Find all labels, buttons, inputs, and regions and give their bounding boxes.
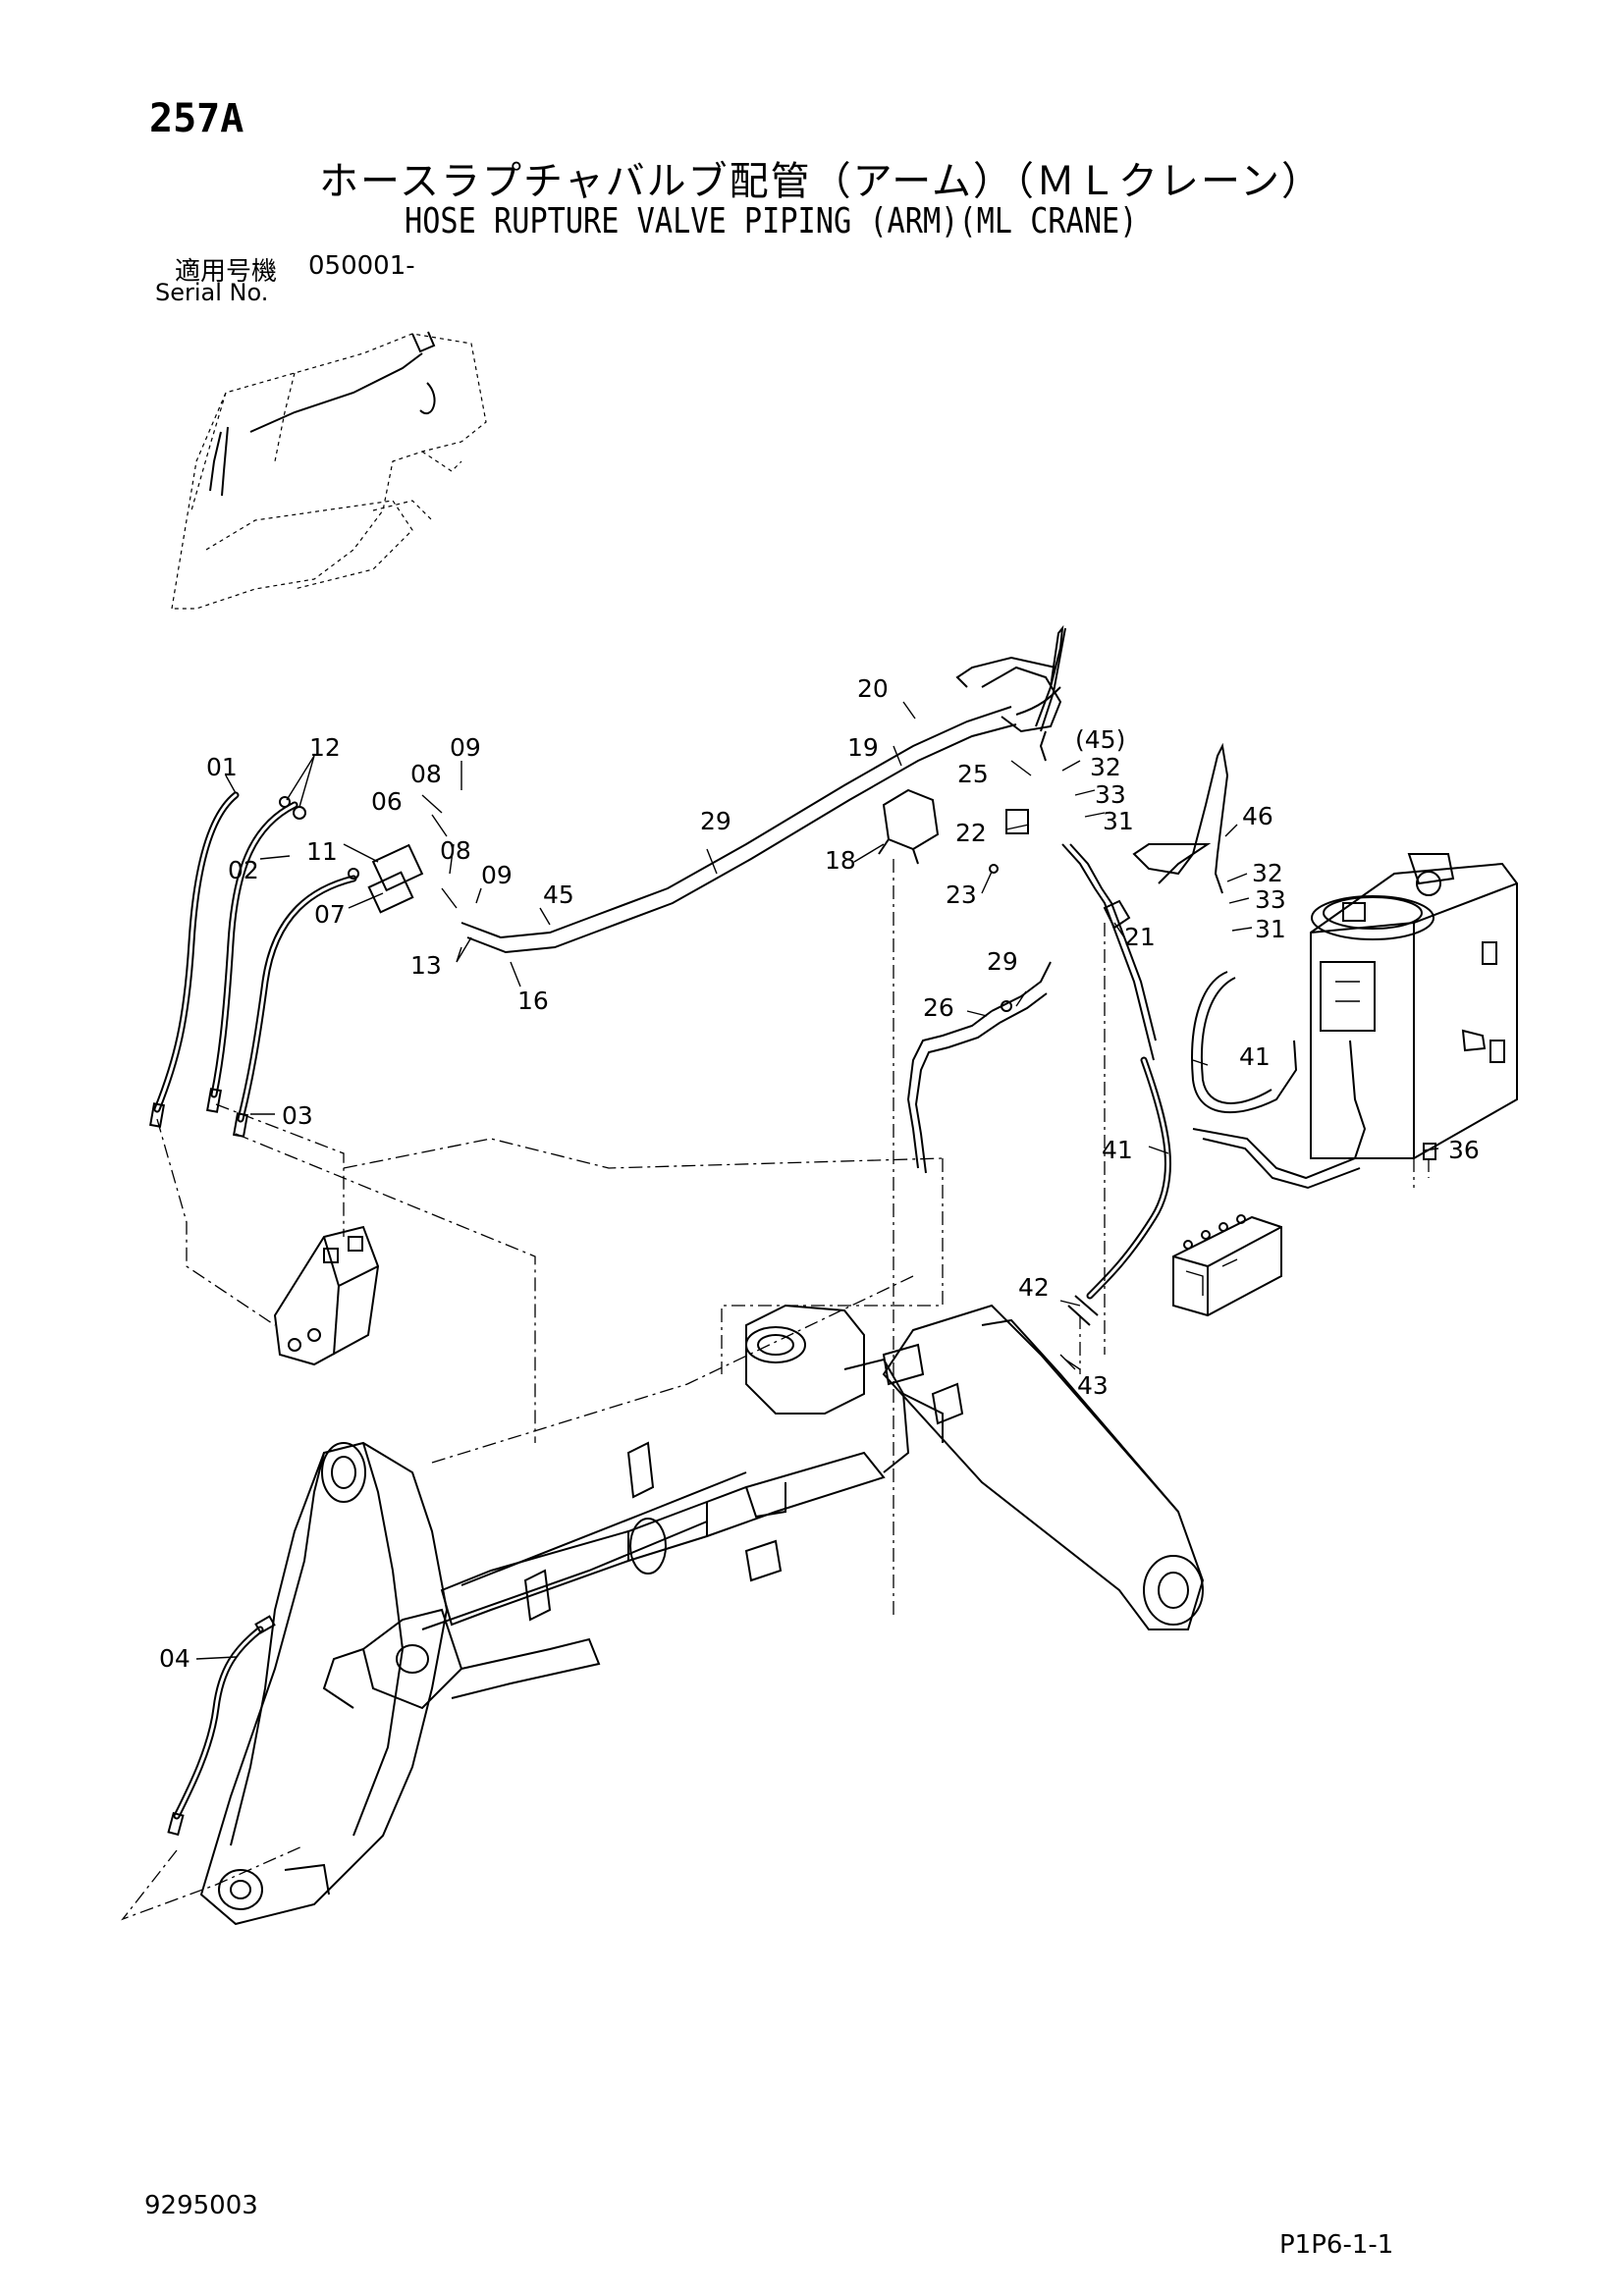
callout-29-lower: 29 (987, 947, 1018, 976)
callout-08-lower: 08 (440, 836, 471, 865)
callout-32-upper: 32 (1090, 753, 1121, 781)
drawing-number: 9295003 (144, 2191, 258, 2220)
callout-42: 42 (1018, 1273, 1050, 1302)
callout-25: 25 (957, 760, 989, 788)
callout-41-center: 41 (1102, 1136, 1133, 1164)
serial-label-english: Serial No. (155, 279, 269, 306)
callout-labels: 01 02 03 04 06 07 08 08 09 09 11 12 13 1… (159, 674, 1480, 1673)
page-code: P1P6-1-1 (1279, 2230, 1394, 2260)
overview-sketch (171, 331, 487, 610)
hose-45 (878, 624, 1066, 865)
callout-07: 07 (314, 900, 346, 929)
callout-21: 21 (1124, 923, 1156, 951)
control-valve (273, 1225, 380, 1366)
callout-33-lower: 33 (1255, 885, 1286, 914)
callout-32-lower: 32 (1252, 859, 1283, 887)
callout-41-right: 41 (1239, 1042, 1271, 1071)
callout-45-reference: (45) (1075, 725, 1125, 754)
callout-09-lower: 09 (481, 861, 513, 889)
serial-label-japanese: 適用号機 (175, 257, 278, 287)
callout-01: 01 (206, 753, 238, 781)
tank-unit (1310, 853, 1518, 1178)
callout-31-lower: 31 (1255, 915, 1286, 943)
callout-31-upper: 31 (1103, 807, 1134, 835)
title-english: HOSE RUPTURE VALVE PIPING (ARM)(ML CRANE… (405, 201, 1138, 241)
callout-02: 02 (228, 856, 259, 884)
callout-36: 36 (1448, 1136, 1480, 1164)
callout-43: 43 (1077, 1371, 1109, 1400)
callout-23: 23 (946, 881, 977, 909)
callout-29-upper: 29 (700, 807, 731, 835)
callout-18: 18 (825, 846, 856, 875)
title-japanese: ホースラプチャバルブ配管（アーム）（ＭＬクレーン） (319, 159, 1323, 204)
callout-04: 04 (159, 1644, 190, 1673)
callout-03: 03 (282, 1101, 313, 1130)
callout-26: 26 (923, 993, 954, 1022)
callout-46: 46 (1242, 802, 1273, 830)
callout-09-upper: 09 (450, 733, 481, 762)
hose-04 (167, 1615, 276, 1837)
serial-range: 050001- (308, 251, 415, 281)
callout-13: 13 (410, 951, 442, 980)
callout-20: 20 (857, 674, 889, 703)
callout-06: 06 (371, 787, 403, 816)
callout-leaders (195, 701, 1439, 1660)
callout-33-upper: 33 (1095, 780, 1126, 809)
boom-arm-assembly (199, 1304, 1205, 1926)
page-number: 257A (149, 96, 244, 141)
callout-45: 45 (543, 881, 574, 909)
hose-41-46 (906, 742, 1367, 1370)
valve-block (1172, 1214, 1282, 1317)
callout-11: 11 (306, 837, 338, 866)
callout-08-upper: 08 (410, 760, 442, 788)
leader-lines (121, 859, 1415, 1921)
callout-22: 22 (955, 819, 987, 847)
callout-19: 19 (847, 733, 879, 762)
callout-12: 12 (309, 733, 341, 762)
callout-16: 16 (517, 987, 549, 1015)
hose-assembly-left (149, 686, 1061, 1138)
